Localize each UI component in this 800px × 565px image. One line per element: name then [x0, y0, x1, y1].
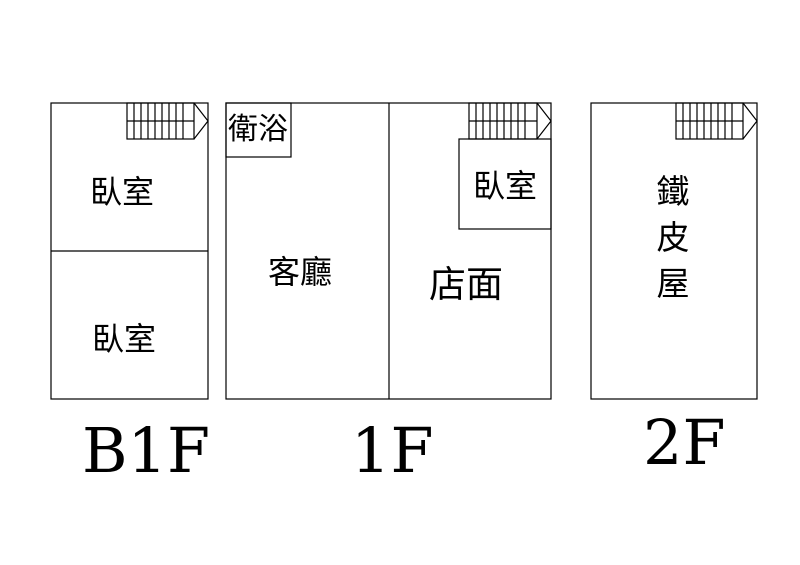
- living-room-label: 客廳: [268, 253, 333, 291]
- iron-sheet-house-char-3: 屋: [656, 264, 690, 303]
- f1-bedroom-label: 臥室: [473, 167, 538, 205]
- b1f-bedroom-upper-label: 臥室: [90, 173, 155, 211]
- storefront-label: 店面: [429, 263, 503, 306]
- iron-sheet-house-label: 鐵 皮 屋: [653, 169, 693, 307]
- f2-stairs: [675, 102, 758, 140]
- f2-outline: [590, 102, 758, 400]
- bathroom-box: [225, 102, 292, 158]
- bathroom-label: 衛浴: [228, 112, 288, 147]
- f1-plan: [225, 102, 552, 400]
- b1f-stairs: [126, 102, 209, 140]
- b1f-bedroom-lower-label: 臥室: [92, 320, 157, 358]
- f2-plan: [590, 102, 758, 400]
- b1f-plan: [50, 102, 209, 400]
- f1-floor-label: 1F: [351, 414, 434, 487]
- f1-stairs: [468, 102, 552, 140]
- iron-sheet-house-char-2: 皮: [656, 218, 690, 257]
- b1f-floor-label: B1F: [82, 414, 211, 487]
- f2-floor-label: 2F: [643, 406, 726, 479]
- iron-sheet-house-char-1: 鐵: [656, 172, 690, 211]
